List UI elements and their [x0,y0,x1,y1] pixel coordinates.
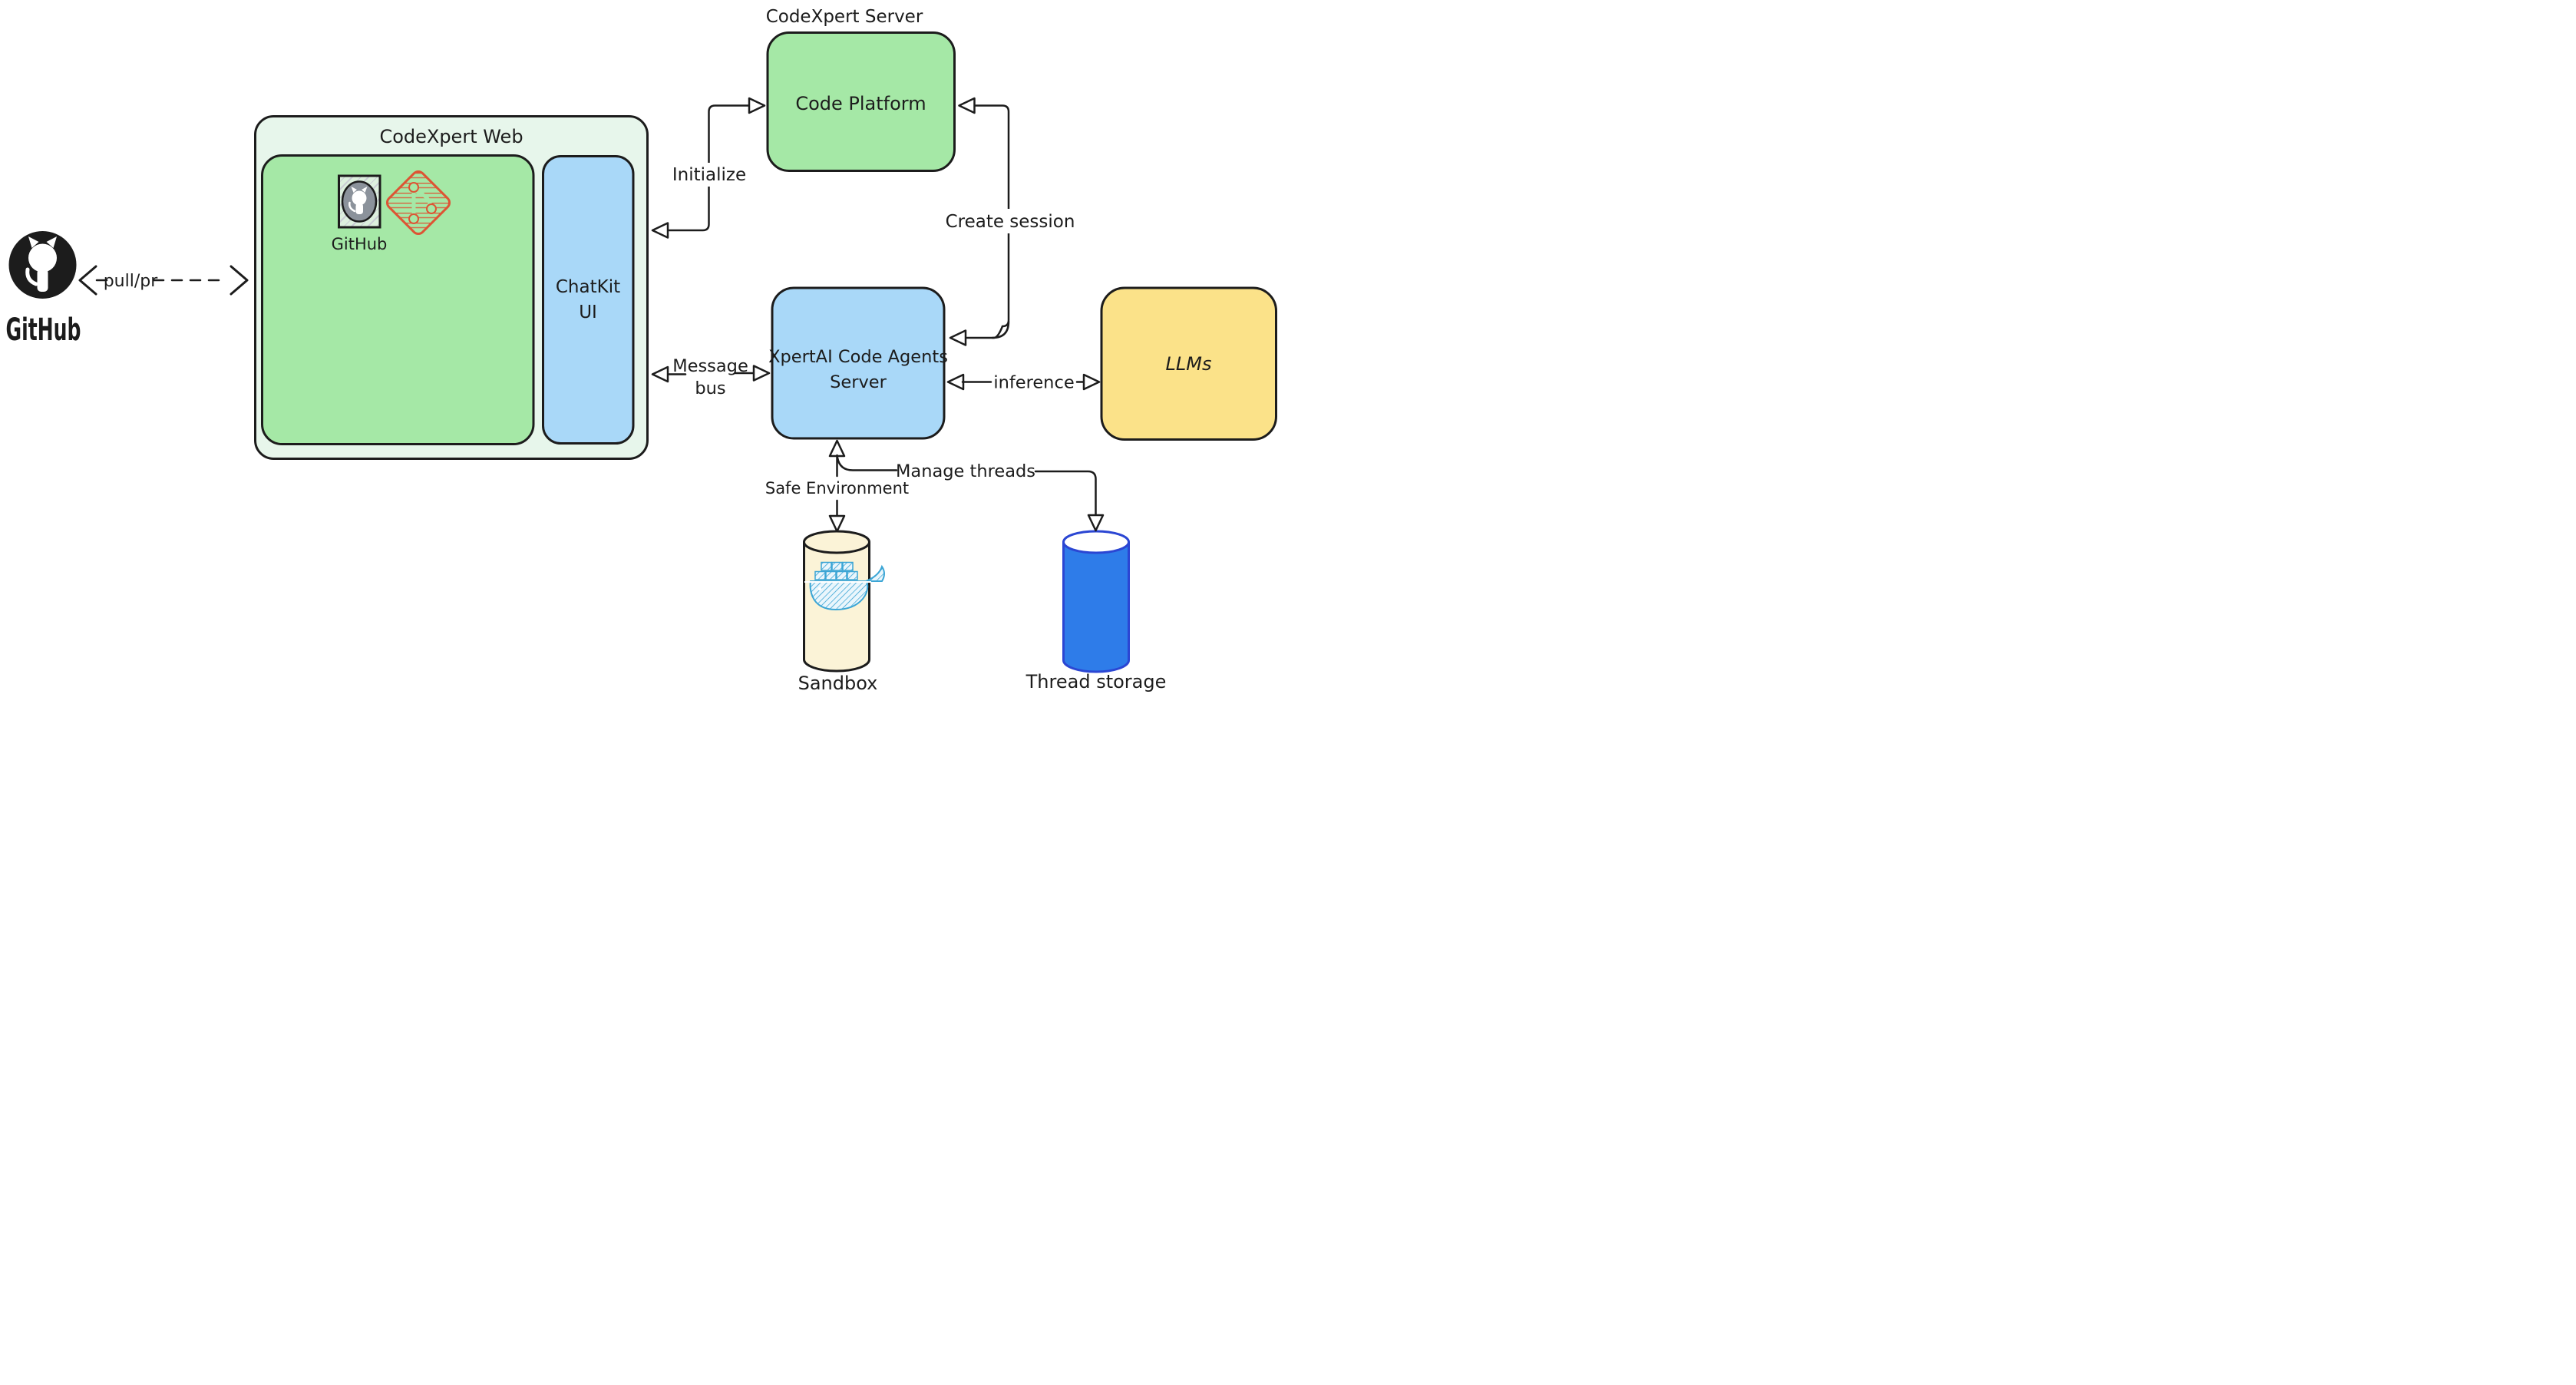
create-session-label: Create session [946,212,1075,232]
pull-pr-label: pull/pr [104,272,159,291]
arrowhead-right-icon [230,265,249,296]
codexpert-server-group: CodeXpert Server Code Platform [766,7,956,172]
arrowhead-right-icon [748,97,766,114]
create-session-connector: Create session [944,97,1076,346]
inference-connector: inference [946,373,1101,393]
chatkit-label-line2: UI [579,302,597,322]
arrowhead-right-icon [1082,373,1101,391]
inference-label: inference [993,373,1074,393]
sandbox-cylinder: Sandbox [798,530,885,692]
arrowhead-left-icon [651,365,669,383]
sandbox-label: Sandbox [798,673,878,692]
chatkit-ui-panel: ChatKit UI [542,155,635,445]
arrowhead-left-icon [651,222,669,239]
arrowhead-left-icon [78,265,97,296]
web-green-panel [261,154,535,445]
github-icon-label: GitHub [332,235,388,253]
chatkit-label-line1: ChatKit [556,277,620,297]
manage-threads-label: Manage threads [896,461,1035,481]
xpertai-label-line1: XpertAI Code Agents [768,347,948,367]
arrowhead-top-icon [958,97,976,114]
code-platform-box [766,31,956,172]
codexpert-server-caption: CodeXpert Server [766,7,923,27]
github-logo-icon [8,231,77,299]
codexpert-web-container: CodeXpert Web GitHub C [254,115,649,460]
docker-whale-icon [804,561,885,611]
architecture-diagram: GitHub pull/pr CodeXpert Web GitHub [0,0,1288,692]
thread-storage-label: Thread storage [1025,671,1167,692]
github-node-label: GitHub [6,312,81,348]
initialize-connector: Initialize [651,97,766,239]
github-icon [338,174,381,229]
llms-label: LLMs [1166,353,1212,375]
arrowhead-bottom-icon [949,329,967,346]
message-bus-connector: Message bus [651,356,771,398]
initialize-label: Initialize [672,165,746,185]
llms-box: LLMs [1100,286,1277,441]
thread-storage-cylinder: Thread storage [1025,530,1167,692]
xpertai-server-box: XpertAI Code Agents Server [768,286,948,440]
safe-environment-label: Safe Environment [765,479,909,497]
arrowhead-down-icon [1087,514,1105,532]
codexpert-web-title: CodeXpert Web [379,126,523,147]
github-node: GitHub [6,231,81,348]
arrowhead-down-icon [828,514,846,533]
xpertai-label-line2: Server [830,372,887,392]
safe-environment-connector: Safe Environment [765,439,909,533]
code-platform-label: Code Platform [795,93,926,114]
message-bus-label-line1: Message [672,356,748,376]
arrowhead-left-icon [946,373,965,391]
pull-pr-connector: pull/pr [78,265,249,296]
git-icon [385,170,451,236]
arrowhead-up-icon [828,439,846,458]
message-bus-label-line2: bus [695,378,725,398]
manage-threads-connector: Manage threads [836,456,1105,532]
arrowhead-right-icon [752,365,771,382]
